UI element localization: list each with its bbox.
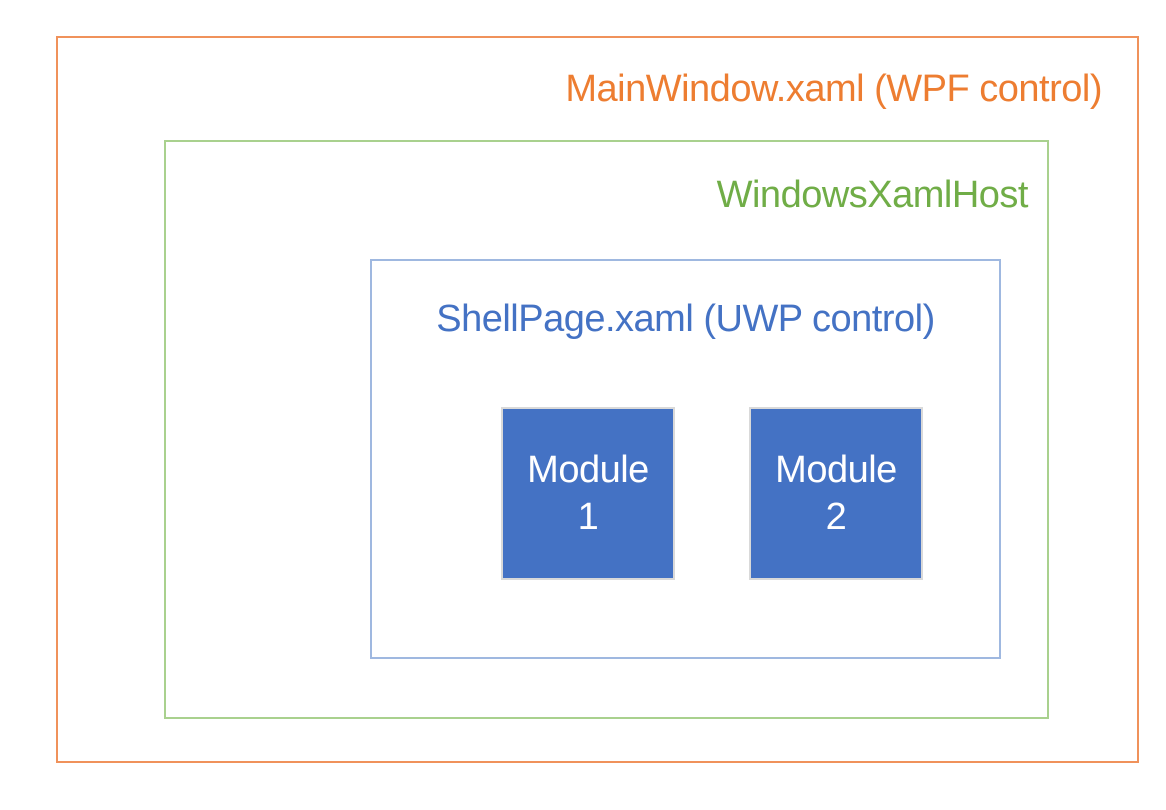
shellpage-uwp-box: ShellPage.xaml (UWP control) Module 1 Mo…	[370, 259, 1001, 659]
shellpage-uwp-label: ShellPage.xaml (UWP control)	[436, 298, 935, 340]
module-1-box: Module 1	[501, 407, 675, 580]
module-2-box: Module 2	[749, 407, 923, 580]
mainwindow-wpf-box: MainWindow.xaml (WPF control) WindowsXam…	[56, 36, 1139, 763]
windows-xaml-host-box: WindowsXamlHost ShellPage.xaml (UWP cont…	[164, 140, 1049, 719]
module-1-label-line2: 1	[577, 495, 599, 538]
module-2-label-line1: Module	[775, 449, 897, 492]
mainwindow-wpf-label: MainWindow.xaml (WPF control)	[565, 68, 1102, 110]
windows-xaml-host-label: WindowsXamlHost	[716, 174, 1029, 216]
module-1-label-line1: Module	[527, 449, 649, 492]
module-2-label-line2: 2	[825, 495, 847, 538]
